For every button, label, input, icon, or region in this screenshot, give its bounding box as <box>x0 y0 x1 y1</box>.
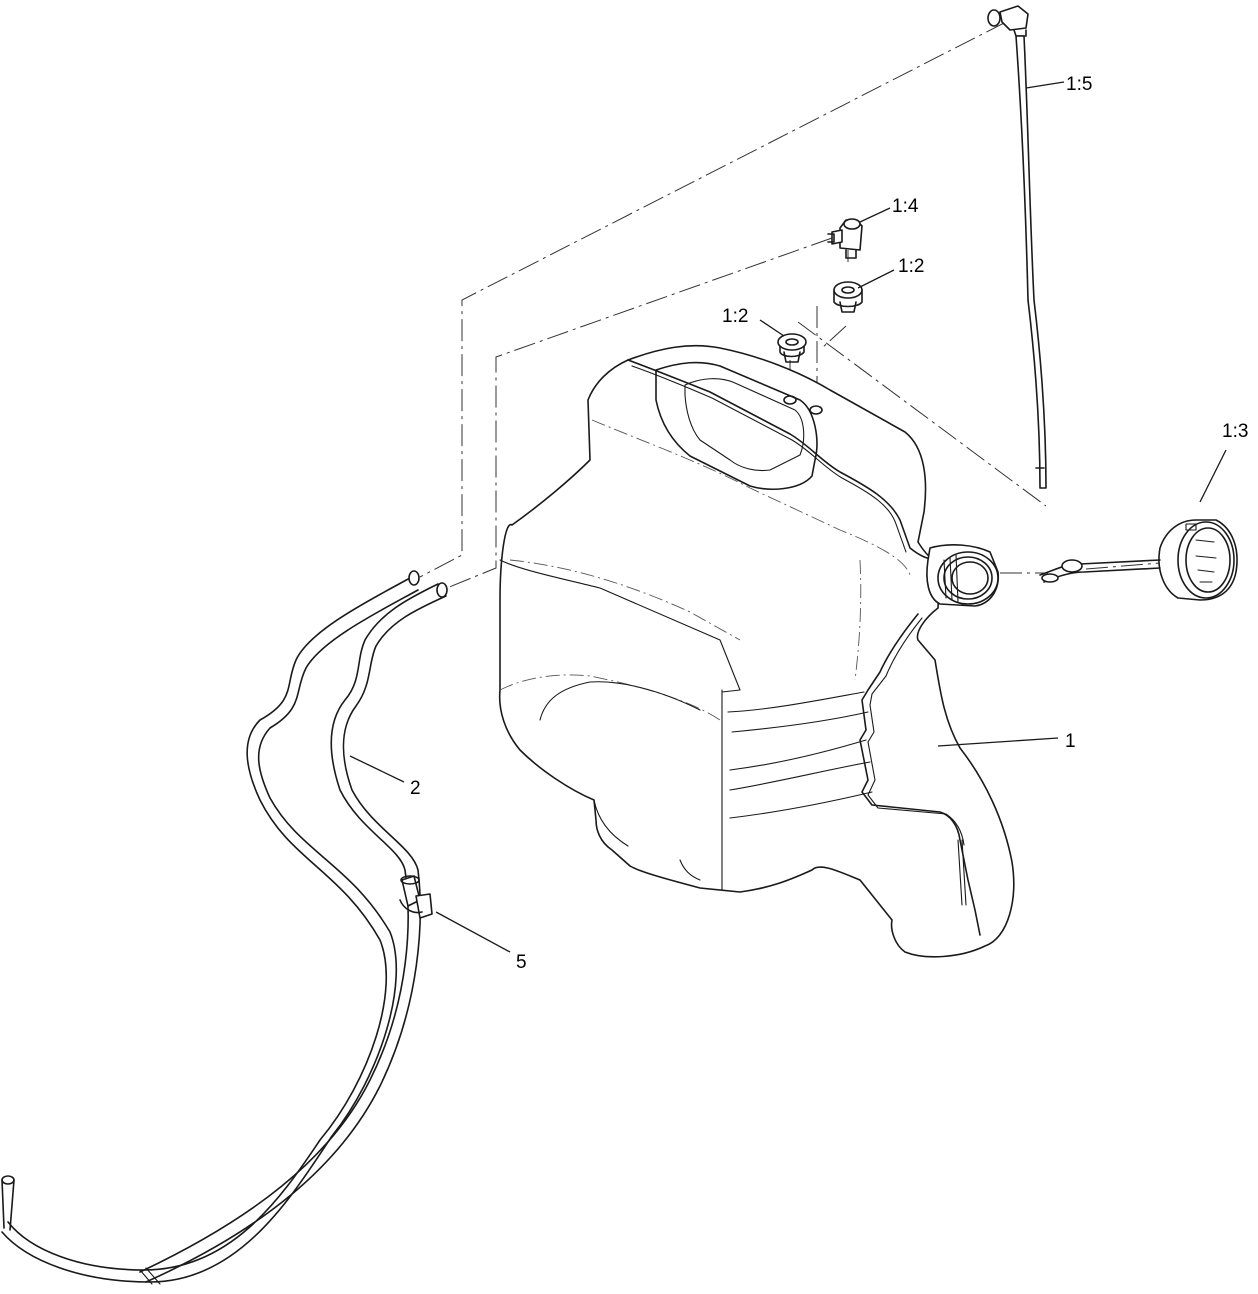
callout-hose-clamp: 5 <box>516 952 527 973</box>
grommet-right <box>833 281 863 313</box>
leader-1-4 <box>859 207 891 223</box>
hose-clamp <box>399 875 433 919</box>
leader-1-2-right <box>857 269 895 289</box>
leader-5 <box>435 911 511 953</box>
callout-grommet-left: 1:2 <box>722 306 748 327</box>
leader-lines <box>349 81 1227 953</box>
callout-grommet-right: 1:2 <box>898 256 924 277</box>
pickup-tube <box>987 5 1047 489</box>
callout-fuel-cap: 1:3 <box>1222 421 1248 442</box>
fuel-cap <box>1039 519 1238 601</box>
leader-1-2-left <box>759 319 785 337</box>
fuel-tank <box>498 344 1015 958</box>
grommet-left <box>777 333 807 363</box>
callout-tank: 1 <box>1065 731 1076 752</box>
leader-1-3 <box>1199 449 1227 503</box>
callout-labels: 1 2 5 1:3 1:5 1:4 1:2 1:2 <box>410 74 1248 973</box>
callout-elbow-fitting: 1:4 <box>892 196 919 217</box>
fuel-hose <box>1 570 448 1285</box>
leader-2 <box>349 755 405 783</box>
leader-1 <box>937 737 1059 747</box>
elbow-fitting <box>827 218 863 259</box>
assembly-phantom-lines <box>419 21 1161 591</box>
callout-fuel-hose: 2 <box>410 778 421 799</box>
leader-1-5 <box>1025 81 1065 89</box>
callout-pickup-tube: 1:5 <box>1066 74 1092 95</box>
